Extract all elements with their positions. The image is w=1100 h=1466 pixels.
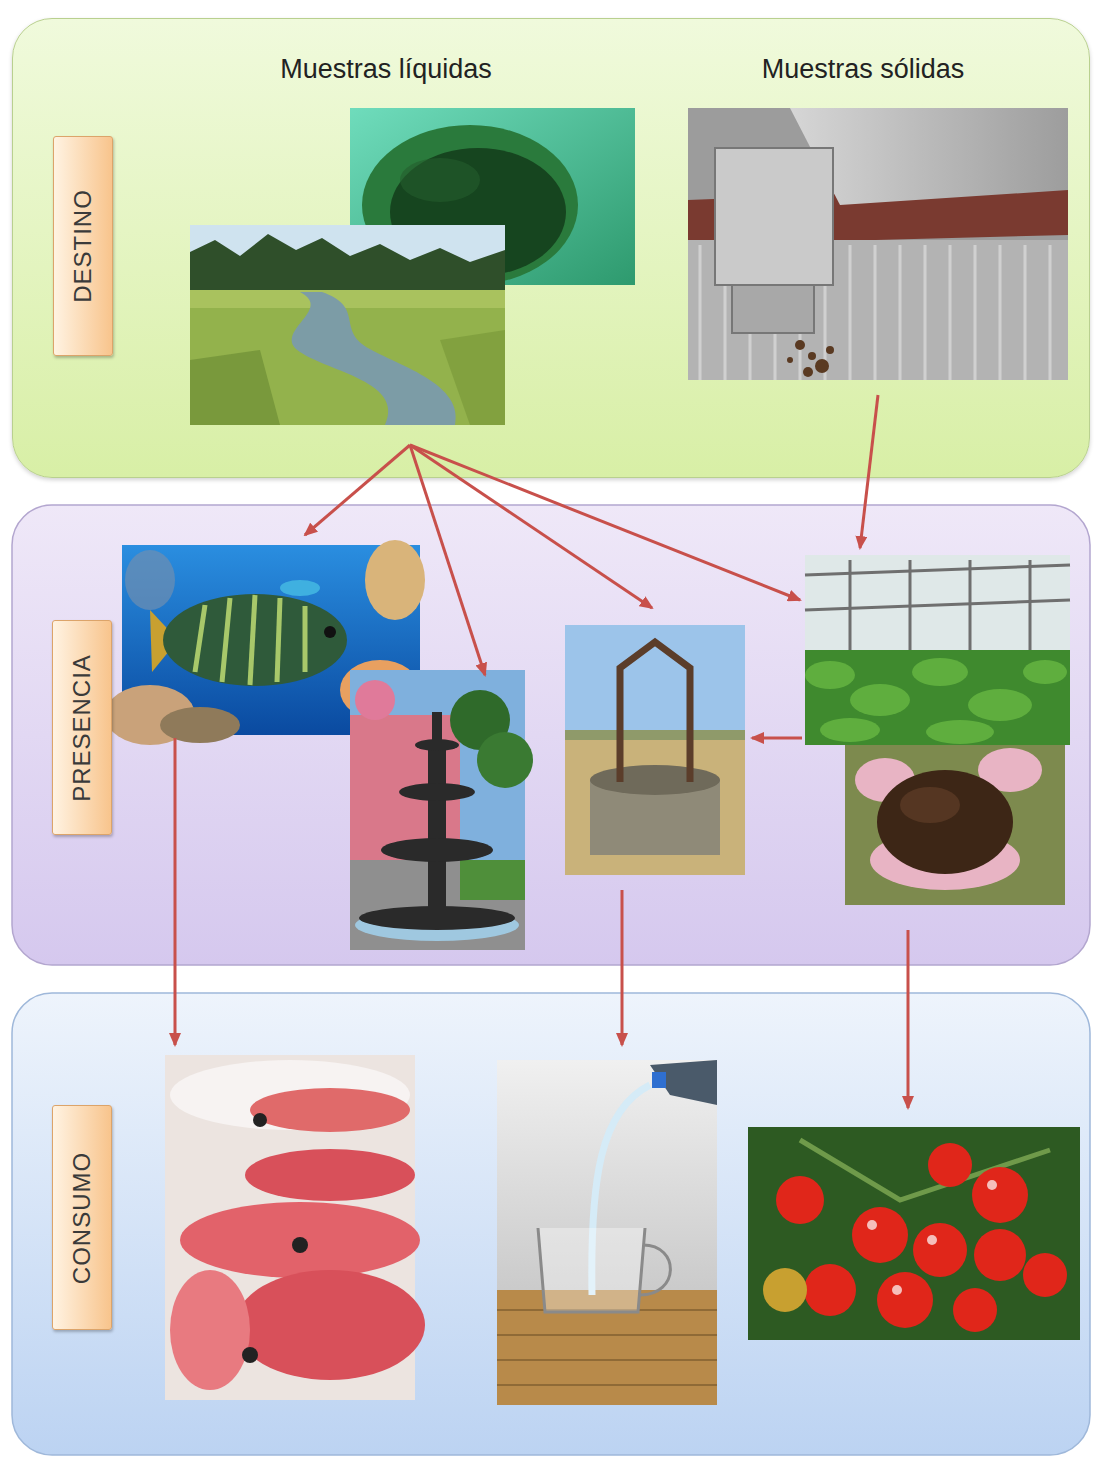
compost-photo	[845, 745, 1065, 905]
greenhouse-photo	[805, 555, 1070, 745]
column-heading: Muestras líquidas	[280, 54, 492, 85]
tomatoes-photo	[748, 1127, 1080, 1340]
flow-arrows	[175, 395, 908, 1108]
red-fish-photo	[165, 1055, 425, 1400]
water-glass-photo	[497, 1060, 717, 1405]
sludge-outlet-photo	[688, 108, 1068, 380]
stream-photo	[190, 225, 505, 425]
section-label: PRESENCIA	[68, 654, 96, 802]
reef-fish-photo	[105, 540, 425, 745]
section-label: DESTINO	[69, 189, 97, 303]
section-tag: PRESENCIA	[52, 620, 112, 835]
fountain-photo	[350, 670, 533, 950]
well-photo	[565, 625, 745, 875]
section-tag: CONSUMO	[52, 1105, 112, 1330]
section-tag: DESTINO	[53, 136, 113, 356]
consumption-band	[12, 993, 1090, 1455]
section-label: CONSUMO	[68, 1151, 96, 1283]
column-heading: Muestras sólidas	[762, 54, 965, 85]
